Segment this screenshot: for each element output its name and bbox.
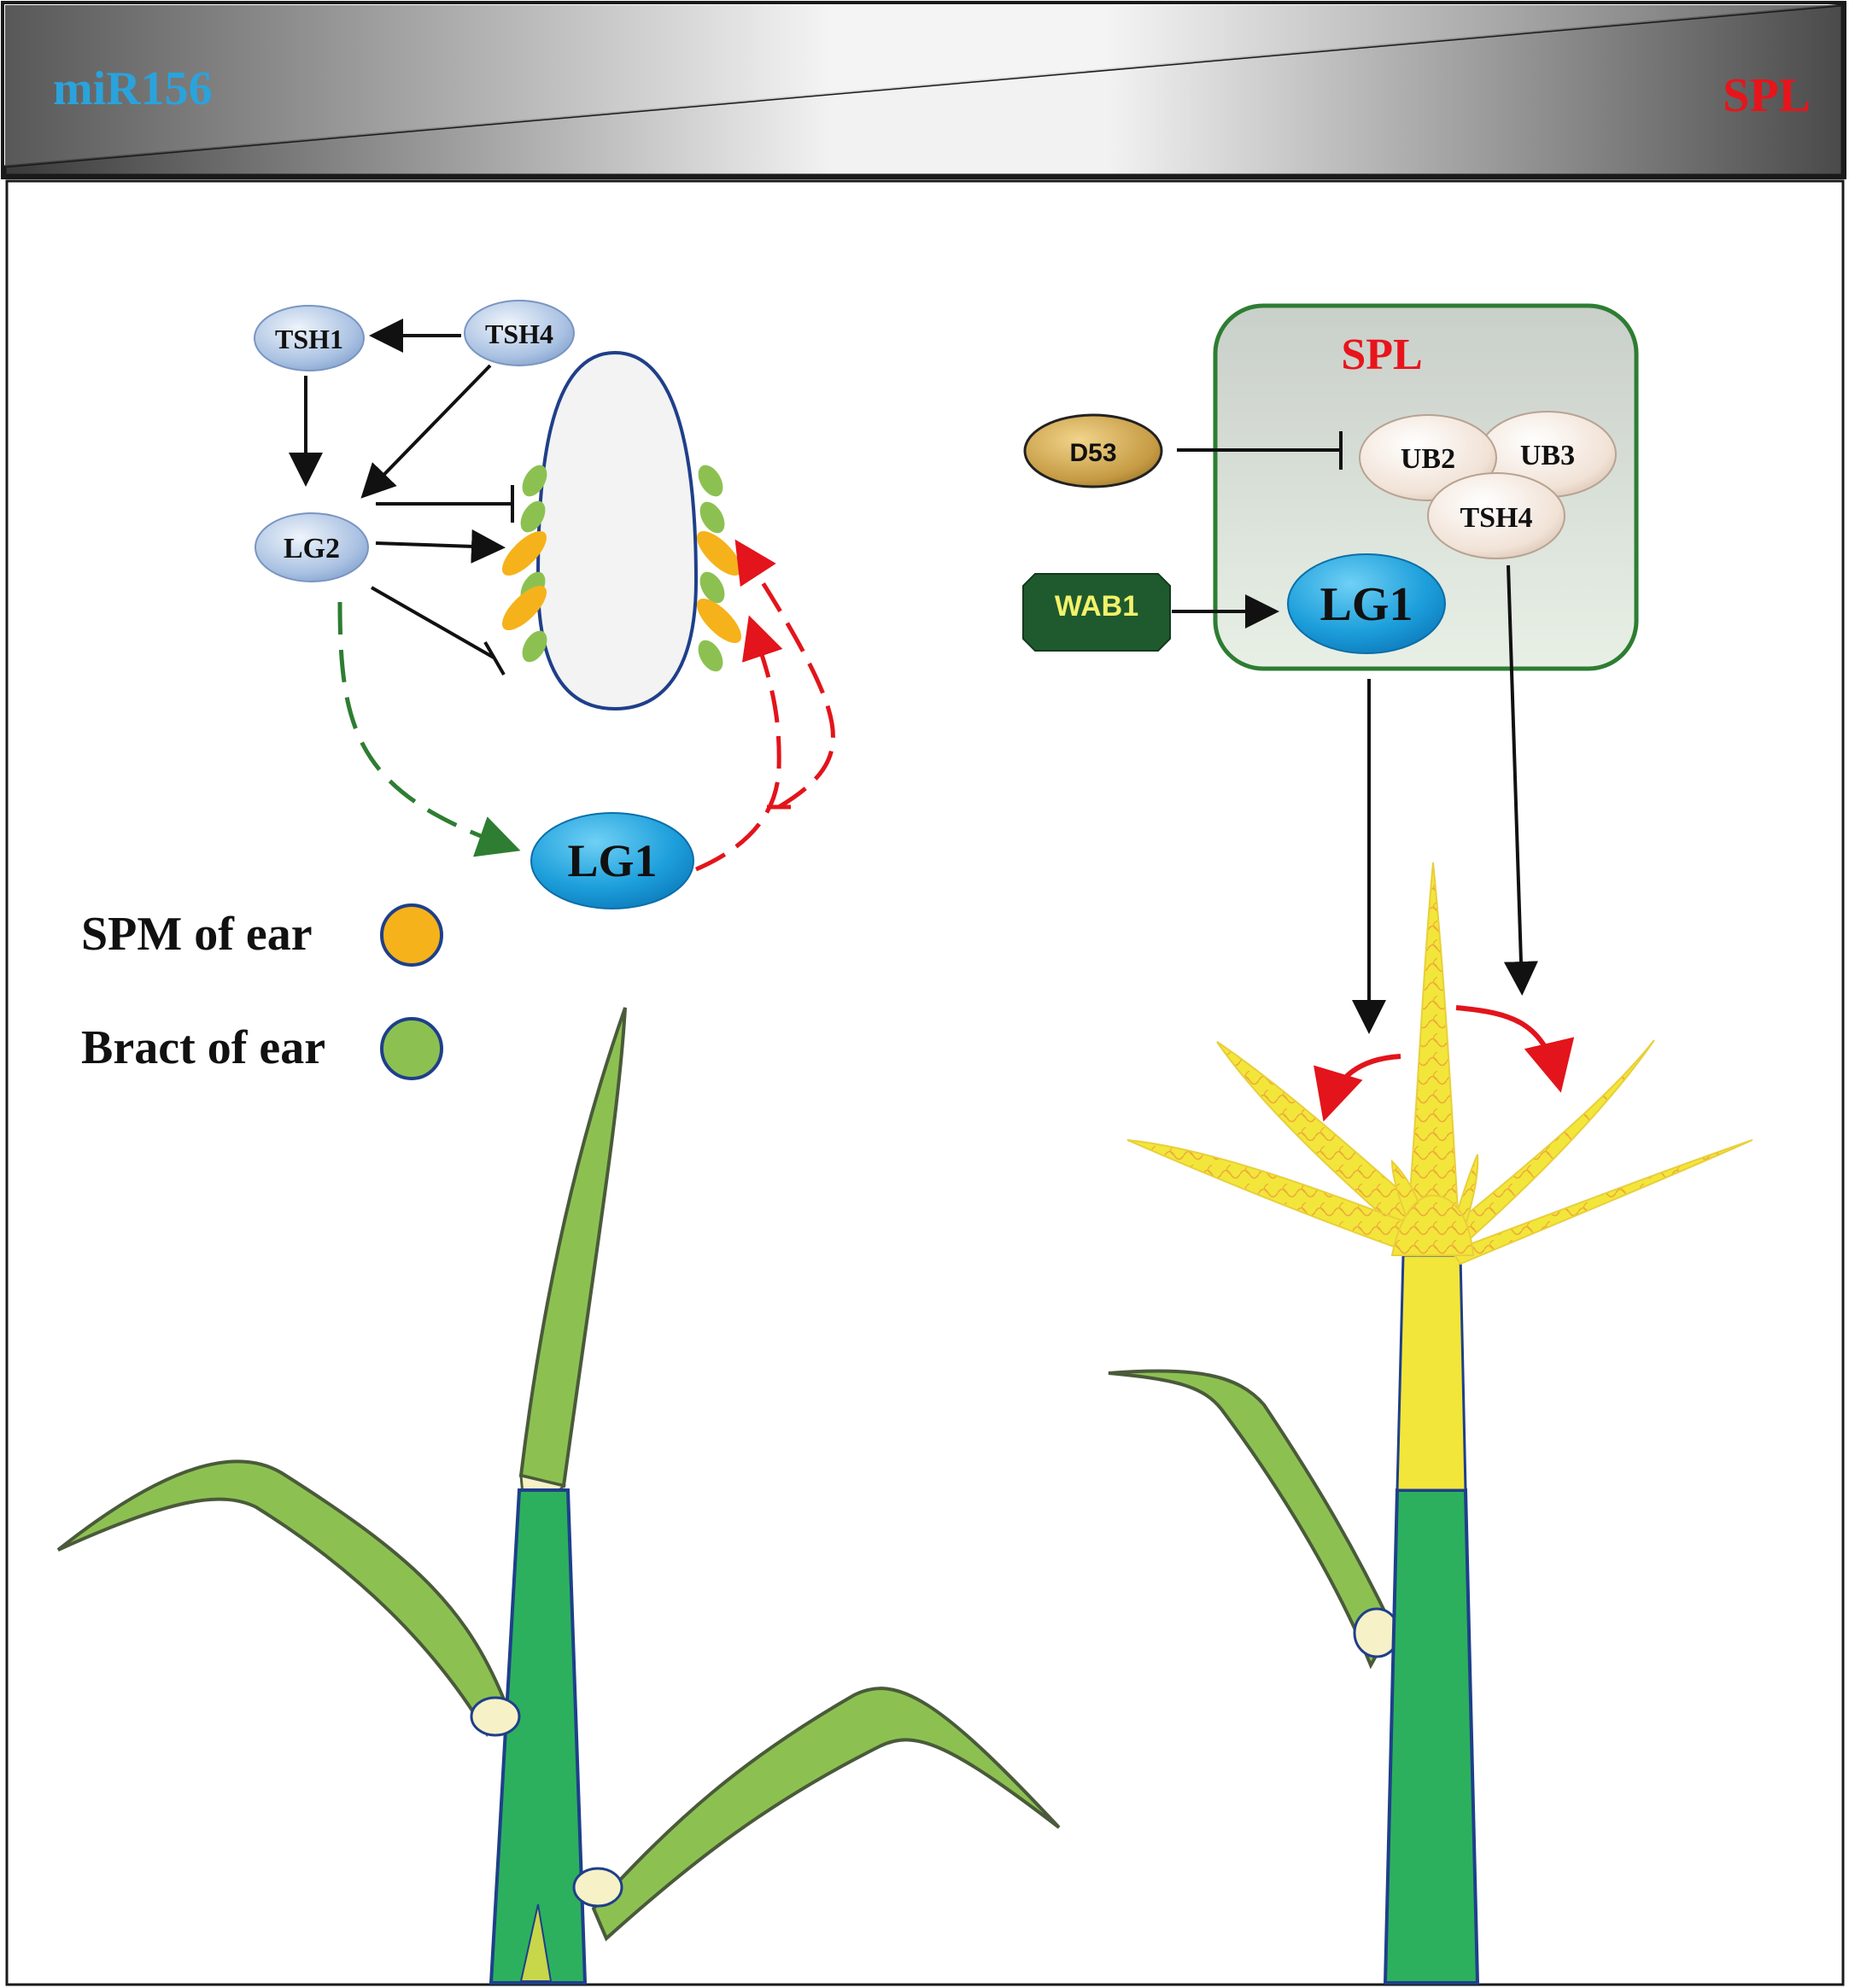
svg-text:LG2: LG2 — [284, 533, 340, 564]
spl-box-title: SPL — [1341, 330, 1422, 379]
svg-text:TSH4: TSH4 — [1460, 502, 1532, 534]
node-lg1-right: LG1 — [1287, 553, 1446, 654]
legend-label-spm: SPM of ear — [81, 908, 313, 961]
ear-body — [535, 350, 699, 711]
edge-lg2-lg1 — [337, 601, 521, 857]
tassel-branch-right-upper — [1442, 1039, 1655, 1253]
left-network: TSH1 TSH4 LG2 LG1 — [254, 300, 835, 909]
node-lg1-left: LG1 — [530, 812, 694, 909]
tassel-branch-left-upper — [1216, 1041, 1436, 1248]
tassel-branch-right-lower — [1450, 1139, 1753, 1266]
left-plant-leaf-lower-right — [591, 1687, 1061, 1942]
svg-text:TSH1: TSH1 — [275, 324, 343, 354]
tassel-central-spike — [1403, 862, 1462, 1256]
node-wab1: WAB1 — [1022, 573, 1171, 652]
legend: SPM of ear Bract of ear — [81, 903, 443, 1080]
node-tsh4-left: TSH4 — [464, 300, 575, 366]
node-tsh1: TSH1 — [254, 305, 365, 371]
left-plant-leaf-upper-left — [56, 1459, 506, 1738]
left-edges — [289, 319, 514, 676]
tassel-arrow-left — [1314, 1054, 1401, 1122]
left-plant-collar-lower — [572, 1867, 623, 1908]
node-tsh4-right: TSH4 — [1427, 472, 1565, 559]
ear-right-spikelets — [697, 465, 741, 672]
tassel-base — [1390, 1194, 1475, 1256]
left-plant-leaf-top — [518, 1007, 627, 1488]
legend-label-bract: Bract of ear — [81, 1021, 325, 1074]
right-edges — [1172, 431, 1538, 1034]
banner-label-spl: SPL — [1723, 69, 1811, 122]
ear-left-spikelets — [502, 465, 547, 663]
svg-text:TSH4: TSH4 — [485, 319, 553, 349]
right-network: SPL D53 UB3 UB2 TSH4 WAB1 LG1 — [1022, 303, 1639, 1034]
left-plant-collar-upper — [470, 1696, 521, 1737]
legend-swatch-bract — [380, 1017, 443, 1080]
right-plant — [1108, 862, 1753, 1985]
svg-text:UB3: UB3 — [1520, 440, 1575, 471]
svg-text:LG1: LG1 — [567, 835, 657, 886]
svg-text:LG1: LG1 — [1320, 578, 1413, 631]
svg-text:WAB1: WAB1 — [1055, 590, 1138, 623]
legend-swatch-spm — [380, 903, 443, 967]
left-plant-bud — [519, 1903, 553, 1982]
node-d53: D53 — [1023, 413, 1163, 488]
edge-lg1-spm — [695, 615, 783, 872]
node-lg2: LG2 — [255, 512, 369, 582]
right-plant-stem-yellow — [1396, 1254, 1467, 1492]
tassel-branch-left-lower — [1126, 1139, 1428, 1257]
tassel — [1126, 862, 1753, 1266]
left-plant-stem — [489, 1488, 588, 1985]
svg-text:UB2: UB2 — [1401, 443, 1455, 475]
right-plant-stem-green — [1383, 1488, 1480, 1985]
edge-lg1-spm-outer — [734, 539, 835, 810]
banner-label-mir156: miR156 — [53, 62, 213, 115]
banner: miR156 SPL — [1, 1, 1846, 179]
left-plant — [56, 1007, 1061, 1985]
tassel-arrow-right — [1455, 1005, 1575, 1093]
svg-text:D53: D53 — [1069, 439, 1116, 467]
